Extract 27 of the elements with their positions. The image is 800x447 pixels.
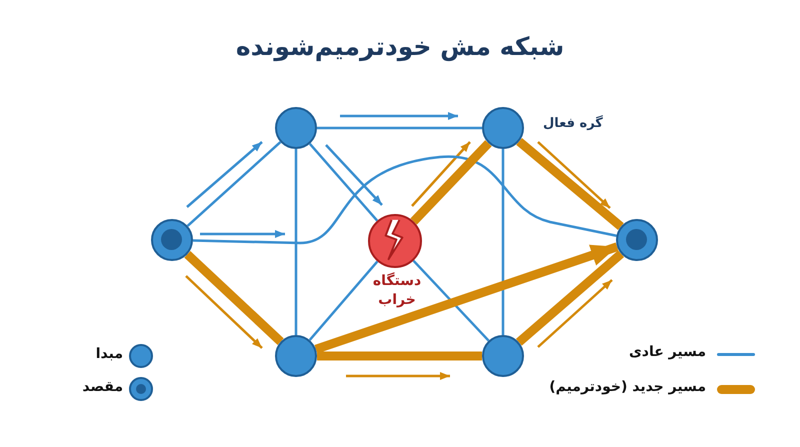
connector xyxy=(317,126,482,130)
endpoint-node xyxy=(151,219,193,261)
legend-label: مقصد xyxy=(82,379,123,395)
network-node xyxy=(275,107,317,149)
device-label: دستگاه خراب xyxy=(372,272,422,310)
endpoint-node xyxy=(616,219,658,261)
network-node xyxy=(275,335,317,377)
node-caption: گره فعال xyxy=(543,116,603,131)
connector xyxy=(186,141,282,227)
connector xyxy=(308,142,378,222)
network-node xyxy=(482,335,524,377)
legend-label: مبدا xyxy=(96,346,123,362)
thick-connector xyxy=(516,138,624,230)
connector xyxy=(502,149,504,335)
legend-label: مسیر عادی xyxy=(628,344,706,360)
title: شبکه مش خودترمیم‌شونده xyxy=(236,32,564,61)
legend-label: مسیر جدید (خودترمیم) xyxy=(549,379,706,395)
thick-connector xyxy=(314,242,619,354)
curved-connector xyxy=(192,156,617,244)
connector xyxy=(412,260,490,342)
thick-connector xyxy=(410,140,492,225)
connector xyxy=(308,260,378,341)
thick-connector xyxy=(516,250,624,346)
thick-connector xyxy=(317,352,482,360)
connector xyxy=(294,149,298,335)
thick-connector xyxy=(184,251,284,345)
network-node xyxy=(482,107,524,149)
